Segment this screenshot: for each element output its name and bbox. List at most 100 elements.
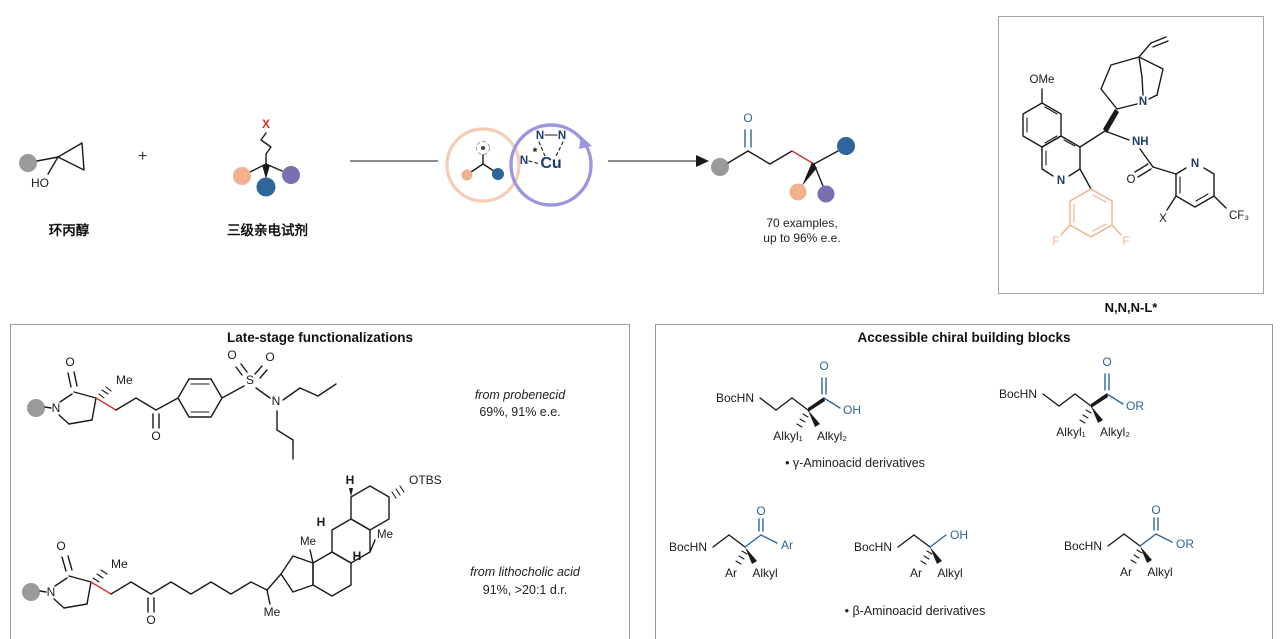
pyridine-n-label: N <box>1191 158 1199 170</box>
bochn-label: BocHN <box>669 540 707 554</box>
amine-n-label: N <box>272 394 281 408</box>
purple-ball <box>817 185 835 203</box>
ketone-o-label: O <box>743 111 752 125</box>
sulfonyl-s-label: S <box>246 373 254 387</box>
bochn-label: BocHN <box>1064 539 1102 553</box>
cu-label: Cu <box>540 155 561 172</box>
alkyl2-label: Alkyl₂ <box>1100 425 1130 439</box>
sulfonyl-o-left: O <box>227 348 236 362</box>
f-right-label: F <box>1122 236 1129 248</box>
late-stage-panel: Late-stage functionalizations <box>10 324 630 639</box>
wedge-bond <box>802 162 817 186</box>
lithocholic-structure: N O Me O Me OTBS <box>22 473 442 627</box>
radical-dot <box>481 146 485 150</box>
gray-ball <box>22 583 40 601</box>
peach-ball <box>789 183 807 201</box>
purple-ball <box>282 166 300 184</box>
reactant2-label: 三级亲电试剂 <box>227 223 308 238</box>
bochn-label: BocHN <box>716 391 754 405</box>
reaction-arrow <box>608 155 709 167</box>
building-blocks-panel: Accessible chiral building blocks <box>655 324 1273 639</box>
gamma-ester-structure: BocHN Alkyl₁ Alkyl₂ O OR <box>999 355 1144 439</box>
benzene-ring <box>177 378 223 418</box>
sidechain-me-label: Me <box>264 605 281 619</box>
blue-ball <box>837 137 855 155</box>
bochn-label: BocHN <box>854 540 892 554</box>
otbs-label: OTBS <box>409 473 442 487</box>
chain-ketone-o: O <box>146 613 155 627</box>
ligand-box: N OMe N NH <box>998 16 1264 294</box>
h1-label: H <box>346 473 355 487</box>
product-structure: O <box>711 111 855 203</box>
lithocholic-result: 91%, >20:1 d.r. <box>482 583 568 597</box>
blue-mini-ball <box>492 168 504 180</box>
wedge-bond <box>930 547 942 564</box>
peach-ball <box>233 167 251 185</box>
ar-label: Ar <box>725 566 737 580</box>
h3-label: H <box>353 549 362 563</box>
copper-cycle-circle <box>509 123 593 207</box>
beta-ketone-structure: BocHN Ar Alkyl O Ar <box>669 505 793 580</box>
steroid-ring-c <box>312 551 352 597</box>
carboxyl-o-label: O <box>819 359 828 373</box>
probenecid-structure: N O Me O S O O N <box>27 348 337 460</box>
lactam-o-label: O <box>65 355 74 369</box>
probenecid-result: 69%, 91% e.e. <box>479 405 561 419</box>
alkyl-label: Alkyl <box>1147 565 1172 579</box>
chirality-star: * <box>533 145 538 159</box>
bochn-label: BocHN <box>999 387 1037 401</box>
reaction-line <box>350 160 438 162</box>
late-stage-title: Late-stage functionalizations <box>226 330 414 345</box>
wedge-bond-2 <box>808 397 825 412</box>
ar-label: Ar <box>1120 565 1132 579</box>
or-label: OR <box>1176 537 1194 551</box>
x-leaving-group: X <box>262 117 270 131</box>
gamma-acid-structure: BocHN Alkyl₁ Alkyl₂ O OH <box>716 359 861 443</box>
cycle-arrowhead <box>579 136 592 149</box>
me-c10-label: Me <box>377 529 393 541</box>
gamma-bullet: • γ-Aminoacid derivatives <box>785 456 925 470</box>
n-ligand-label-1: N <box>536 130 544 142</box>
wedge-bond <box>1091 406 1103 423</box>
f-left-label: F <box>1052 236 1059 248</box>
arrowhead <box>696 155 709 167</box>
ligand-caption: N,N,N-L* <box>1104 300 1158 315</box>
electrophile-structure: X <box>233 117 300 197</box>
ester-o-label: O <box>1151 503 1160 517</box>
me-label: Me <box>116 373 133 387</box>
examples-line1: 70 examples, <box>766 216 838 230</box>
lactam-o-label: O <box>56 539 65 553</box>
steroid-ring-d <box>280 555 314 593</box>
quinuclidine-n-label: N <box>1139 96 1147 108</box>
ligand-structure: N OMe N NH <box>1022 36 1249 248</box>
probenecid-source: from probenecid <box>474 388 566 402</box>
alkyl-label: Alkyl <box>937 566 962 580</box>
beta-ester-structure: BocHN Ar Alkyl O OR <box>1064 503 1194 579</box>
peach-mini-ball <box>461 169 473 181</box>
wedge-bond <box>262 165 270 179</box>
examples-line2: up to 96% e.e. <box>763 231 841 245</box>
wedge-bond <box>808 410 820 427</box>
h2-label: H <box>317 515 326 529</box>
or-label: OR <box>1126 399 1144 413</box>
ho-label: HO <box>31 176 49 190</box>
ketone-o-label: O <box>756 505 765 518</box>
wedge-bond <box>1103 109 1119 133</box>
wedge-bond-2 <box>1091 393 1108 408</box>
gray-ball <box>19 154 37 172</box>
cyclopropanol-structure: HO <box>19 142 85 190</box>
quinoline-n-label: N <box>1057 175 1065 187</box>
reactant1-label: 环丙醇 <box>48 223 90 238</box>
lactam-n-label: N <box>52 401 61 415</box>
alkyl1-label: Alkyl₁ <box>1056 425 1085 439</box>
ester-o-label: O <box>1102 355 1111 369</box>
ketone-o-label: O <box>151 429 160 443</box>
blue-ball <box>256 177 276 197</box>
gray-ball <box>27 399 45 417</box>
steroid-ring-a <box>350 485 390 531</box>
wedge-bond <box>1140 546 1152 563</box>
ligand-x-label: X <box>1159 213 1167 225</box>
radical-circle <box>445 127 521 203</box>
cf3-label: CF₃ <box>1229 210 1249 222</box>
